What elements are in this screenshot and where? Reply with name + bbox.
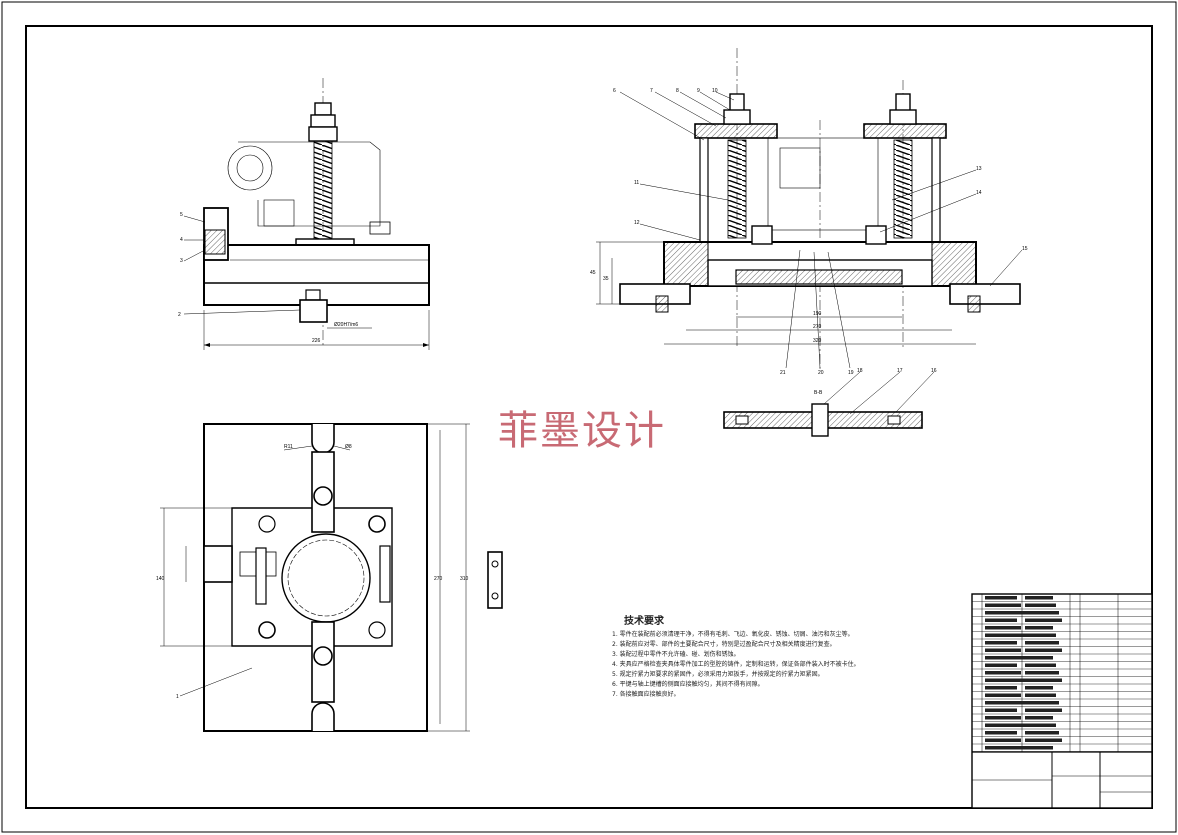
parts-row-text-mark: [1025, 633, 1056, 637]
parts-row-text-mark: [1025, 671, 1059, 675]
parts-row-text-mark: [1025, 596, 1053, 600]
front-dim-height-1: 45: [590, 270, 596, 276]
parts-row-text-mark: [985, 603, 1021, 607]
front-label-20: 20: [818, 370, 824, 376]
parts-row-text-mark: [985, 648, 1021, 652]
parts-row-text-mark: [1025, 723, 1056, 727]
front-label-9: 9: [697, 88, 700, 94]
parts-row-text-mark: [985, 701, 1025, 705]
tech-line-6: 6. 平键与轴上键槽的侧面应接触均匀，其间不得有间隙。: [612, 681, 764, 688]
parts-row-text-mark: [985, 678, 1025, 682]
plan-view: 140 270 310 R11 Ø8 1: [156, 423, 470, 732]
parts-row-text-mark: [985, 626, 1021, 630]
parts-row-text-mark: [1025, 611, 1059, 615]
parts-row-text-mark: [1025, 618, 1062, 622]
parts-row-text-mark: [985, 746, 1025, 750]
front-dim-total: 320: [813, 338, 822, 344]
parts-row-text-mark: [1025, 701, 1059, 705]
side-view: 5 4 3 2 Ø20H7/m6 226: [178, 78, 430, 350]
parts-row-text-mark: [1025, 626, 1053, 630]
front-label-13: 13: [976, 166, 982, 172]
plan-dim-right-1: 270: [434, 576, 443, 582]
parts-row-text-mark: [985, 708, 1017, 712]
parts-row-text-mark: [1025, 693, 1056, 697]
parts-row-text-mark: [985, 716, 1021, 720]
plan-dim-right-2: 310: [460, 576, 469, 582]
front-dim-height-2: 35: [603, 276, 609, 282]
parts-row-text-mark: [1025, 678, 1062, 682]
parts-row-text-mark: [1025, 648, 1062, 652]
front-label-14: 14: [976, 190, 982, 196]
section-title: B-B: [814, 390, 823, 396]
parts-row-text-mark: [985, 618, 1017, 622]
front-view: 45 35 190 270 320 6 7 8 9 10 11 12 13 14…: [590, 48, 1028, 376]
parts-row-text-mark: [1025, 708, 1062, 712]
parts-row-text-mark: [1025, 716, 1053, 720]
parts-row-text-mark: [985, 596, 1017, 600]
front-label-19: 19: [848, 370, 854, 376]
parts-row-text-mark: [985, 641, 1017, 645]
side-label-3: 3: [180, 258, 183, 264]
tech-line-5: 5. 规定拧紧力矩要求的紧固件，必须采用力矩扳手，并按规定的拧紧力矩紧固。: [612, 671, 824, 678]
parts-row-text-mark: [985, 686, 1017, 690]
plan-dim-left: 140: [156, 576, 165, 582]
parts-row-text-mark: [985, 611, 1025, 615]
parts-row-text-mark: [1025, 731, 1059, 735]
section-label-18: 18: [857, 368, 863, 374]
watermark-text: 菲墨设计: [498, 408, 666, 454]
inner-border: [25, 25, 1153, 809]
parts-row-text-mark: [1025, 686, 1053, 690]
side-dim-width: 226: [312, 338, 321, 344]
parts-row-text-mark: [985, 663, 1017, 667]
front-label-11: 11: [634, 180, 639, 186]
front-label-15: 15: [1022, 246, 1028, 252]
title-block: [971, 593, 1153, 809]
tech-line-4: 4. 夹具应严格检查夹具体零件加工的型腔的铸件，定制和运转，保证各部件装入时不被…: [612, 661, 860, 668]
section-label-16: 16: [931, 368, 937, 374]
parts-row-text-mark: [1025, 656, 1053, 660]
parts-row-text-mark: [985, 738, 1021, 742]
parts-list-rows: [972, 596, 1152, 752]
parts-row-text-mark: [985, 723, 1025, 727]
tech-line-1: 1. 零件在装配前必须清理干净，不得有毛刺、飞边、氧化皮、锈蚀、切屑、油污和灰尘…: [612, 631, 854, 638]
side-label-4: 4: [180, 237, 183, 243]
parts-row-text-mark: [985, 731, 1017, 735]
front-label-10: 10: [712, 88, 718, 94]
plan-label-1: 1: [176, 694, 179, 700]
parts-row-text-mark: [1025, 603, 1056, 607]
parts-row-text-mark: [1025, 738, 1062, 742]
front-label-6: 6: [613, 88, 616, 94]
side-label-2: 2: [178, 312, 181, 318]
front-label-8: 8: [676, 88, 679, 94]
parts-row-text-mark: [985, 671, 1021, 675]
detail-part: [487, 551, 503, 609]
tech-line-7: 7. 各接触面应接触良好。: [612, 691, 680, 698]
parts-row-text-mark: [1025, 641, 1059, 645]
plan-dim-d: Ø8: [345, 444, 352, 450]
parts-row-text-mark: [1025, 746, 1053, 750]
side-label-5: 5: [180, 212, 183, 218]
front-label-21: 21: [780, 370, 786, 376]
side-dim-fit: Ø20H7/m6: [334, 322, 358, 328]
parts-row-text-mark: [985, 693, 1021, 697]
parts-row-text-mark: [985, 633, 1025, 637]
parts-row-text-mark: [985, 656, 1025, 660]
section-label-17: 17: [897, 368, 903, 374]
tech-line-2: 2. 装配前应对零、部件的主要配合尺寸，特别是过盈配合尺寸及相关精度进行复查。: [612, 641, 836, 648]
parts-row-text-mark: [1025, 663, 1056, 667]
tech-line-3: 3. 装配过程中零件不允许磕、碰、划伤和锈蚀。: [612, 651, 740, 658]
tech-requirements: 技术要求 1. 零件在装配前必须清理干净，不得有毛刺、飞边、氧化皮、锈蚀、切屑、…: [612, 612, 942, 700]
front-dim-mid: 270: [813, 324, 822, 330]
plan-dim-r: R11: [284, 444, 293, 450]
front-label-12: 12: [634, 220, 640, 226]
section-view: B-B 18 17 16: [723, 368, 937, 437]
front-label-7: 7: [650, 88, 653, 94]
tech-requirements-title: 技术要求: [624, 616, 664, 627]
